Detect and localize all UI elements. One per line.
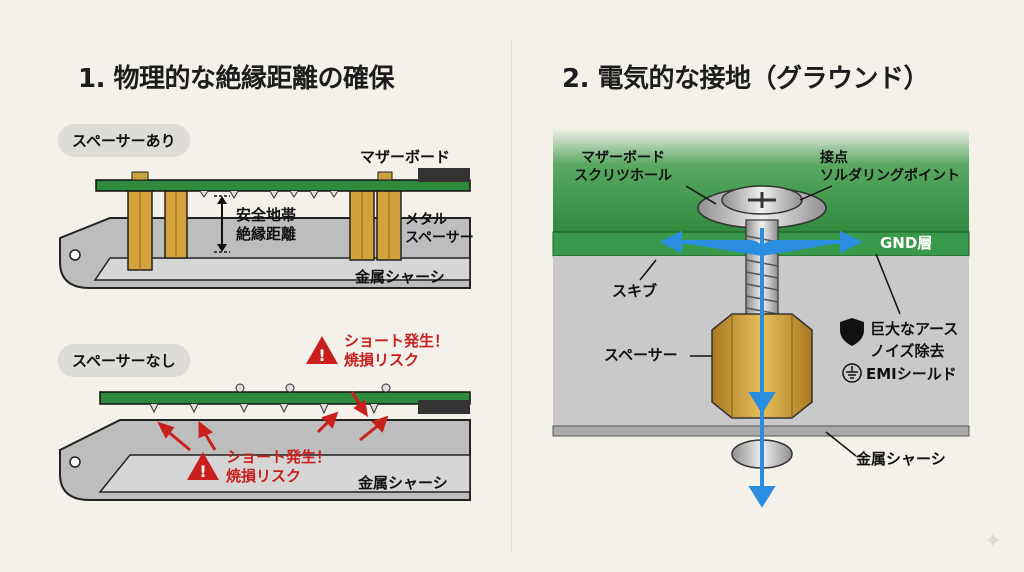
warning-text-top: ショート発生！ 焼損リスク — [344, 332, 450, 369]
svg-text:!: ! — [199, 462, 206, 481]
warning-icon-top: ! — [306, 336, 338, 365]
pcb-bottom — [99, 383, 471, 415]
clearance-label: 安全地帯 絶縁距離 — [236, 206, 297, 243]
left-section-title: 1. 物理的な絶縁距離の確保 — [78, 64, 395, 94]
shield-icon — [840, 318, 864, 346]
spacer-label: スペーサー — [604, 346, 678, 364]
emi-shield-label: EMIシールド — [866, 365, 957, 383]
huge-earth-label: 巨大なアース — [870, 320, 959, 338]
chassis-label-bottom: 金属シャーシ — [358, 474, 448, 492]
ground-icon — [842, 363, 862, 383]
screw-label: スキブ — [612, 282, 658, 300]
motherboard-label: マザーボード — [360, 148, 451, 166]
screw-hole-label: マザーボード スクリツホール — [574, 150, 672, 184]
gnd-layer-label: GND層 — [880, 234, 933, 252]
without-spacer-pill: スペーサーなし — [58, 344, 190, 377]
panel-divider — [511, 40, 512, 552]
contact-label: 接点 ソルダリングポイント — [820, 150, 960, 184]
clearance-arrow — [214, 195, 230, 253]
warning-icon-bottom: ! — [187, 452, 219, 481]
noise-removal-label: ノイズ除去 — [870, 342, 945, 360]
pcb-top — [95, 168, 471, 200]
short-arrows — [157, 391, 389, 452]
right-section-title: 2. 電気的な接地（グラウンド） — [562, 64, 930, 94]
spacer-posts — [127, 187, 402, 271]
ground-current-arrows — [659, 228, 863, 508]
chassis-bottom — [59, 419, 471, 501]
with-spacer-pill: スペーサーあり — [58, 124, 190, 157]
chassis-label-right: 金属シャーシ — [856, 450, 946, 468]
warning-text-bottom: ショート発生！ 焼損リスク — [226, 448, 332, 485]
metal-spacer-label: メタル スペーサー — [405, 212, 474, 246]
svg-text:!: ! — [318, 346, 325, 365]
chassis-label-top: 金属シャーシ — [355, 268, 445, 286]
sparkle-icon: ✦ — [983, 529, 1002, 554]
